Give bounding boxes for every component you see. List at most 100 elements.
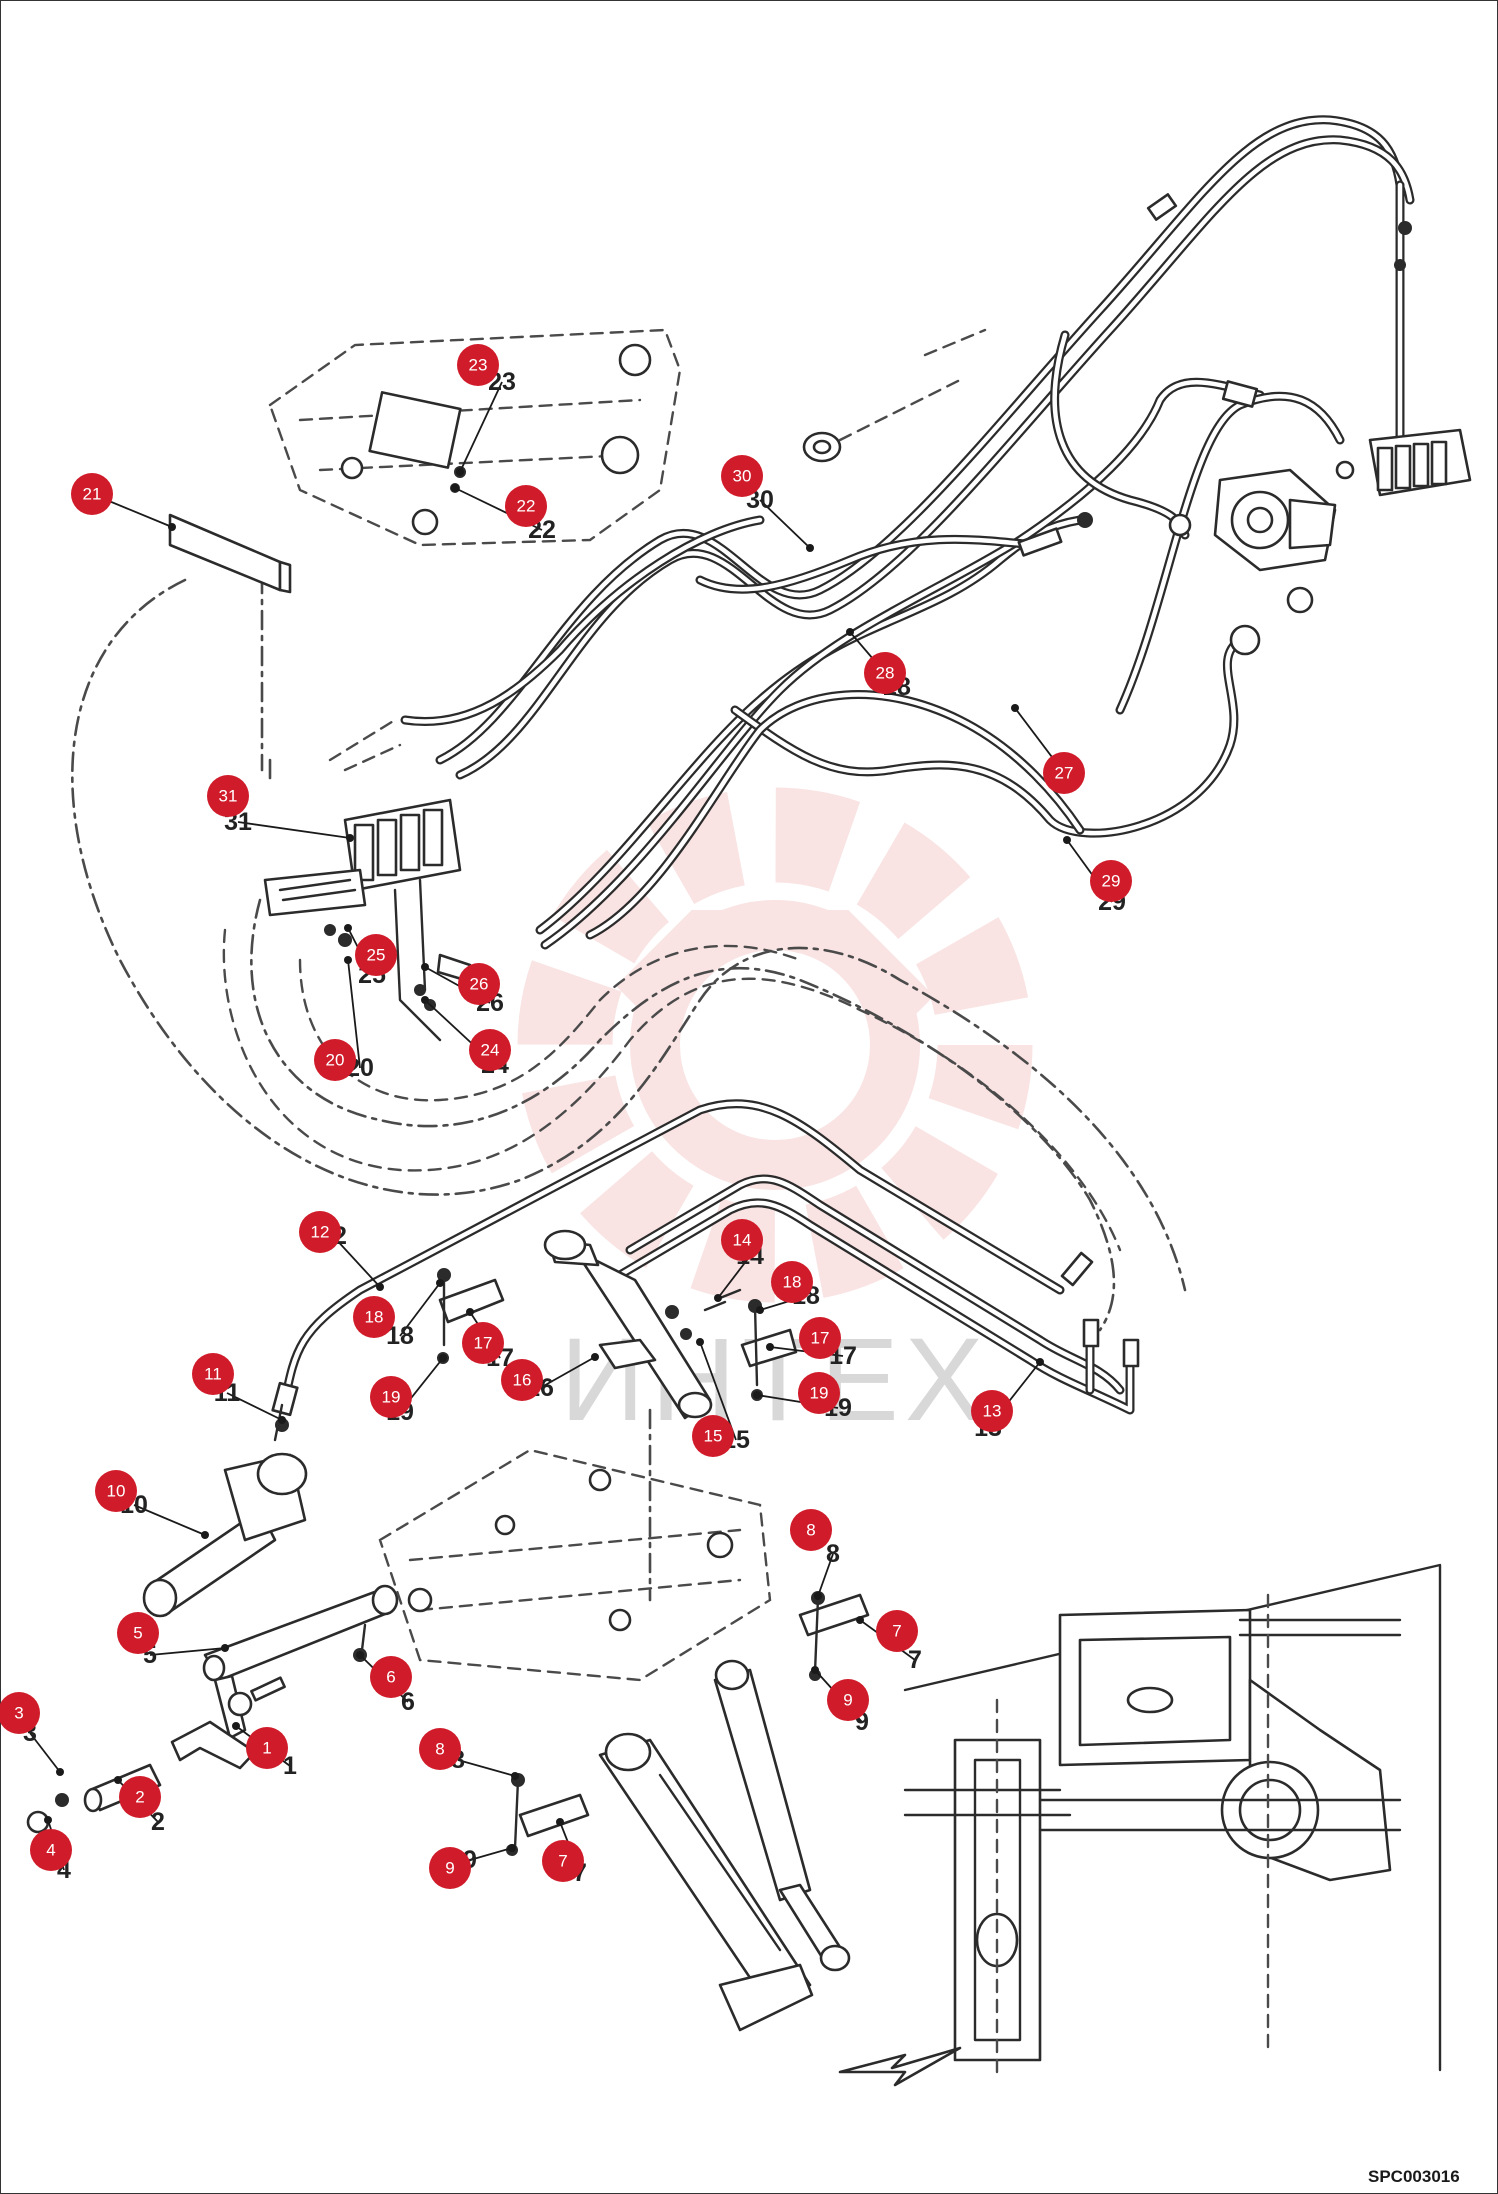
callout-leader-dot: [436, 1279, 444, 1287]
part-16-cylinder: [543, 1229, 713, 1420]
callout-marker-label: 5: [133, 1624, 142, 1643]
callout-marker-label: 26: [470, 975, 489, 994]
callout-leader-dot: [439, 1354, 447, 1362]
callout-leader-dot: [753, 1391, 761, 1399]
callout-leader-line: [459, 381, 503, 473]
callout-marker-label: 4: [46, 1841, 55, 1860]
callout-layer: 1122334455667777888899991010111112121313…: [0, 344, 1132, 1889]
callout-marker-circle: [429, 1847, 471, 1889]
callout-plain-number: 8: [826, 1540, 840, 1568]
callout-marker-circle: [355, 934, 397, 976]
callout-plain-number: 1: [283, 1752, 297, 1780]
callout-leader-dot: [811, 1666, 819, 1674]
callout-marker-label: 13: [983, 1402, 1002, 1421]
callout-plain-number: 7: [908, 1646, 922, 1674]
callout-marker-circle: [799, 1317, 841, 1359]
callout-1-0: 11: [232, 1722, 297, 1780]
callout-leader-dot: [696, 1338, 704, 1346]
callout-plain-number: 6: [401, 1688, 415, 1716]
callout-2-1: 22: [114, 1776, 165, 1836]
callout-5-4: 55: [117, 1612, 229, 1669]
callout-leader-dot: [456, 468, 464, 476]
callout-leader-dot: [56, 1768, 64, 1776]
callout-marker-circle: [119, 1776, 161, 1818]
callout-marker-circle: [207, 775, 249, 817]
callout-marker-label: 14: [733, 1231, 752, 1250]
callout-leader-dot: [221, 1644, 229, 1652]
callout-leader-line: [817, 1553, 834, 1597]
callout-marker-circle: [971, 1390, 1013, 1432]
hydraulic-pump: [1213, 468, 1337, 572]
part-31-valve-bank: [263, 718, 472, 1042]
callout-marker-circle: [876, 1610, 918, 1652]
phantom-chassis-outline: [71, 573, 1187, 1602]
callout-leader-line: [399, 1282, 441, 1337]
callout-marker-label: 18: [783, 1273, 802, 1292]
callout-leader-dot: [714, 1294, 722, 1302]
callout-marker-circle: [692, 1415, 734, 1457]
callout-marker-circle: [314, 1039, 356, 1081]
callout-marker-label: 17: [474, 1334, 493, 1353]
watermark-gear-logo: [517, 787, 1033, 1303]
hose-lines-upper: [400, 115, 1415, 950]
callout-marker-circle: [30, 1829, 72, 1871]
part-1-bracket: [170, 1676, 286, 1770]
callout-7-6: 77: [542, 1818, 587, 1887]
callout-marker-circle: [827, 1679, 869, 1721]
callout-marker-circle: [505, 485, 547, 527]
callout-leader-dot: [278, 1416, 286, 1424]
callout-marker-circle: [721, 455, 763, 497]
callout-leader-line: [539, 1356, 596, 1389]
callout-leader-dot: [346, 834, 354, 842]
callout-marker-circle: [246, 1727, 288, 1769]
callout-leader-dot: [201, 1531, 209, 1539]
callout-marker-circle: [469, 1029, 511, 1071]
callout-9-11: 99: [811, 1666, 869, 1736]
callout-marker-label: 30: [733, 467, 752, 486]
callout-6-5: 66: [356, 1651, 415, 1716]
callout-leader-dot: [232, 1722, 240, 1730]
callout-leader-dot: [1011, 704, 1019, 712]
callout-leader-line: [347, 959, 361, 1069]
callout-leader-line: [759, 499, 811, 549]
callout-marker-circle: [353, 1296, 395, 1338]
callout-marker-circle: [458, 963, 500, 1005]
callout-marker-circle: [1090, 860, 1132, 902]
callout-marker-label: 3: [14, 1704, 23, 1723]
callout-marker-label: 7: [892, 1622, 901, 1641]
callout-marker-circle: [457, 344, 499, 386]
callout-marker-label: 2: [135, 1788, 144, 1807]
callout-25-30: 2525: [344, 924, 397, 989]
callout-4-3: 44: [30, 1816, 72, 1884]
control-valve-block: [1335, 428, 1472, 497]
callout-leader-dot: [806, 544, 814, 552]
callout-marker-circle: [370, 1376, 412, 1418]
callout-marker-circle: [501, 1359, 543, 1401]
phantom-bracket-assembly-top: [268, 328, 682, 547]
callout-leader-line: [237, 821, 351, 839]
callout-21-26: 2121: [71, 473, 176, 531]
callout-marker-label: 16: [513, 1371, 532, 1390]
callout-marker-label: 8: [435, 1740, 444, 1759]
callout-8-9: 88: [790, 1509, 840, 1600]
callout-marker-circle: [0, 1692, 40, 1734]
callout-leader-line: [717, 1255, 751, 1299]
callout-marker-circle: [192, 1353, 234, 1395]
callout-leader-line: [457, 1759, 516, 1777]
callout-leader-dot: [451, 484, 459, 492]
callout-marker-label: 25: [367, 946, 386, 965]
callout-marker-label: 19: [810, 1384, 829, 1403]
callout-marker-label: 7: [558, 1852, 567, 1871]
callout-marker-circle: [542, 1840, 584, 1882]
callout-marker-circle: [1043, 752, 1085, 794]
callout-3-2: 33: [0, 1692, 64, 1776]
callout-leader-dot: [591, 1353, 599, 1361]
callout-24-29: 2424: [421, 996, 511, 1079]
